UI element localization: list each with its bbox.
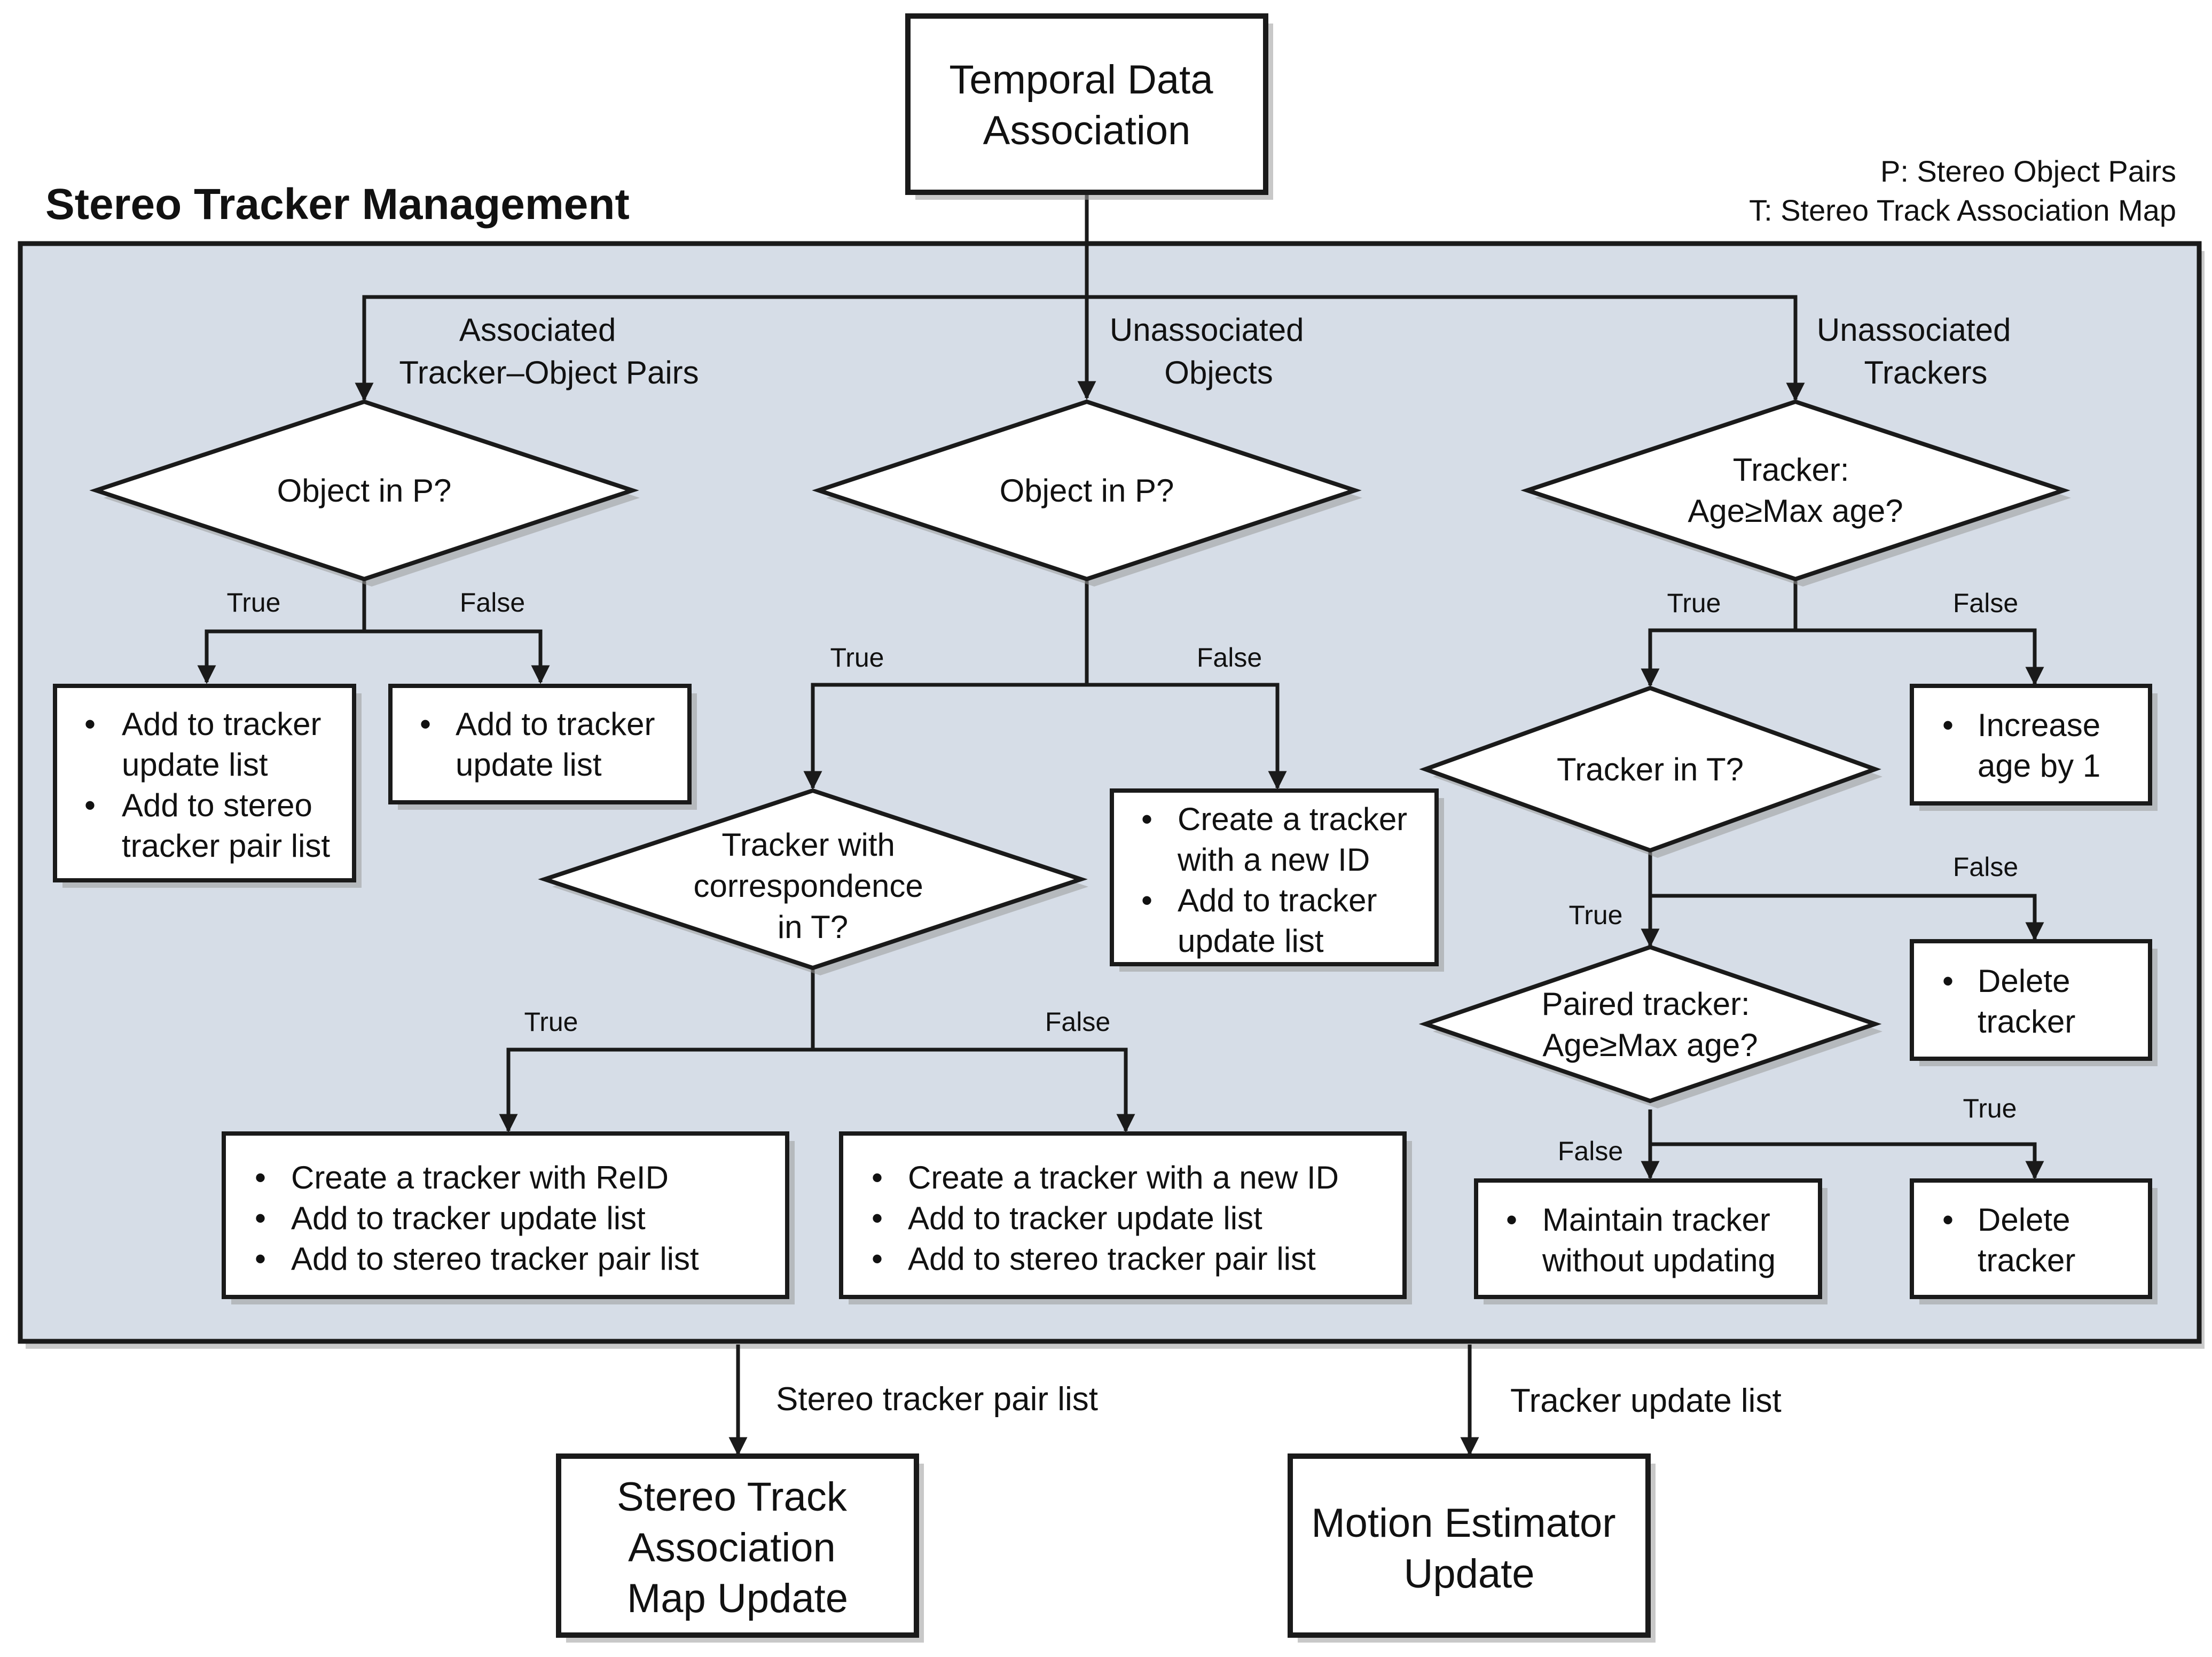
stereo-track-association-map-update-box — [556, 1453, 919, 1638]
label-paired-true: True — [1963, 1093, 2017, 1123]
label-stereo-tracker-pair-list: Stereo tracker pair list — [776, 1381, 1098, 1418]
action-delete-tracker-2 — [1910, 1178, 2152, 1299]
edge-right-true — [1641, 579, 1798, 687]
label-mid-true: True — [830, 643, 884, 673]
decision-tracker-age — [1520, 399, 2070, 582]
branch-label-unassociated-trackers: Unassociated Trackers — [1817, 312, 2020, 390]
decision-tracker-correspondence — [538, 788, 1088, 971]
label-left-false: False — [460, 588, 525, 618]
decision-left-label: Object in P? — [277, 473, 452, 509]
decision-paired-tracker-age-label: Paired tracker: Age≥Max age? — [1542, 986, 1759, 1063]
edge-corr-false — [813, 1048, 1135, 1133]
edge-left-true — [197, 579, 366, 684]
label-right-false: False — [1953, 588, 2018, 618]
decision-paired-tracker-age — [1418, 944, 1882, 1104]
action-maintain-tracker-text: • Maintain tracker without updating — [1506, 1202, 1779, 1278]
label-tracker-t-false: False — [1953, 852, 2018, 882]
label-mid-false: False — [1197, 643, 1262, 673]
action-add-update-and-pair — [53, 684, 356, 882]
action-create-with-reid — [222, 1131, 789, 1299]
decision-left-object-in-p — [89, 399, 639, 582]
edge-right-false — [1795, 628, 2044, 686]
action-create-new-id — [1110, 788, 1439, 966]
decision-mid-label: Object in P? — [1000, 473, 1174, 509]
action-increase-age-text: • Increase age by 1 — [1942, 707, 2109, 784]
edge-left-false — [364, 629, 550, 684]
branch-label-associated: Associated Tracker–Object Pairs — [399, 312, 699, 390]
action-add-update — [388, 684, 692, 804]
decision-tracker-correspondence-label: Tracker with correspondence in T? — [694, 827, 932, 945]
decision-tracker-in-t-label: Tracker in T? — [1557, 752, 1744, 787]
action-increase-age — [1910, 684, 2152, 806]
action-add-update-and-pair-text: • Add to tracker update list • Add to st… — [84, 706, 330, 864]
action-delete-tracker-1-text: • Delete tracker — [1942, 963, 2079, 1039]
edge-mid-false — [1087, 683, 1287, 790]
action-create-new-id-text: • Create a tracker with a new ID • Add t… — [1141, 801, 1416, 959]
action-maintain-tracker — [1474, 1178, 1822, 1299]
edge-mid-true — [803, 579, 1089, 790]
label-tracker-update-list: Tracker update list — [1510, 1382, 1782, 1419]
legend-p: P: Stereo Object Pairs — [1880, 154, 2176, 188]
action-delete-tracker-2-text: • Delete tracker — [1942, 1202, 2079, 1278]
branch-label-unassociated-objects: Unassociated Objects — [1110, 312, 1313, 390]
decision-tracker-in-t — [1419, 685, 1881, 853]
motion-estimator-update-box — [1288, 1453, 1651, 1638]
action-add-update-text: • Add to tracker update list — [420, 706, 664, 783]
motion-estimator-update-label: Motion Estimator Update — [1311, 1500, 1627, 1597]
action-create-with-reid-text: • Create a tracker with ReID • Add to tr… — [255, 1160, 699, 1277]
label-paired-false: False — [1558, 1136, 1623, 1166]
temporal-data-association-label: Temporal Data Association — [949, 57, 1224, 153]
edge-corr-true — [499, 968, 815, 1133]
label-corr-false: False — [1045, 1007, 1110, 1037]
edge-tracker-t-false — [1650, 894, 2044, 941]
action-delete-tracker-1 — [1910, 939, 2152, 1061]
panel-title: Stereo Tracker Management — [45, 180, 630, 229]
label-left-true: True — [227, 588, 281, 618]
legend-t: T: Stereo Track Association Map — [1749, 193, 2176, 227]
label-right-true: True — [1667, 588, 1721, 618]
stereo-track-association-map-update-label: Stereo Track Association Map Update — [617, 1474, 858, 1621]
edge-distribution-bar — [362, 295, 1798, 398]
action-create-with-new-id — [839, 1131, 1407, 1299]
label-corr-true: True — [524, 1007, 578, 1037]
temporal-data-association-box — [905, 13, 1268, 195]
label-tracker-t-true: True — [1569, 900, 1623, 930]
decision-tracker-age-label: Tracker: Age≥Max age? — [1688, 452, 1903, 529]
decision-mid-object-in-p — [812, 399, 1362, 582]
edge-paired-true — [1650, 1142, 2044, 1180]
action-create-with-new-id-text: • Create a tracker with a new ID • Add t… — [872, 1160, 1348, 1277]
